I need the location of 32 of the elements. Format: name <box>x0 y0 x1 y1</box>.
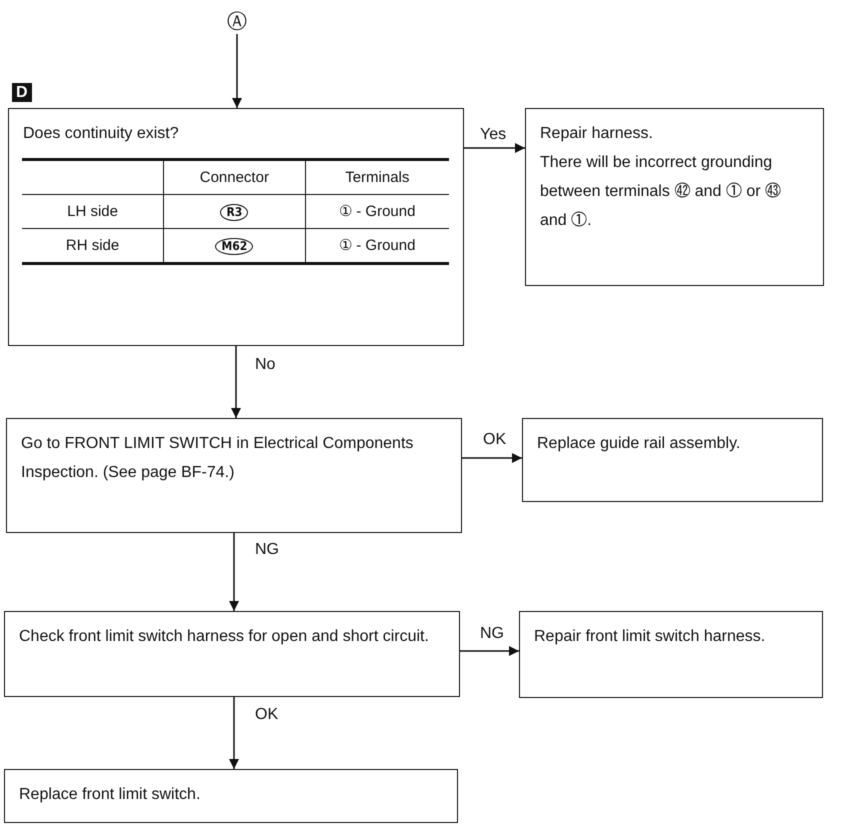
connector-symbol: R3 <box>220 204 248 221</box>
arrow <box>229 697 239 769</box>
step-text: Repair harness. <box>540 124 654 144</box>
step-text: Repair front limit switch harness. <box>534 627 766 647</box>
table-cell: LH side <box>67 203 118 220</box>
arrow <box>229 533 239 611</box>
decision-box <box>8 108 464 346</box>
action-box <box>4 769 458 823</box>
arrow <box>460 646 519 656</box>
arrow <box>462 453 522 463</box>
step-text: Check front limit switch harness for open and short circuit. <box>19 627 430 647</box>
table-cell: ① - Ground <box>339 237 416 254</box>
action-box <box>522 418 823 502</box>
table-cell: RH side <box>66 237 120 254</box>
table-cell: ① - Ground <box>339 203 416 220</box>
step-text: Go to FRONT LIMIT SWITCH in Electrical Components Inspection. (See page BF-74.) <box>21 434 414 483</box>
step-text: Does continuity exist? <box>23 124 180 144</box>
step-text: Replace front limit switch. <box>19 785 202 805</box>
action-box <box>519 611 823 698</box>
step-text: Replace guide rail assembly. <box>537 434 742 454</box>
table-cell: Connector <box>200 169 269 186</box>
arrow <box>464 143 525 153</box>
connector-symbol: M62 <box>215 238 254 255</box>
arrow <box>231 346 241 418</box>
circled-letter: Ⓐ <box>226 10 248 32</box>
arrow <box>232 34 242 108</box>
note-text: There will be incorrect grounding between terminals ㊷ and ① or ㊸ and ①. <box>540 153 782 231</box>
action-box <box>525 108 824 286</box>
step-marker: D <box>12 83 32 102</box>
process-box <box>4 611 460 697</box>
process-box <box>6 418 462 533</box>
table-cell: Terminals <box>345 169 410 186</box>
